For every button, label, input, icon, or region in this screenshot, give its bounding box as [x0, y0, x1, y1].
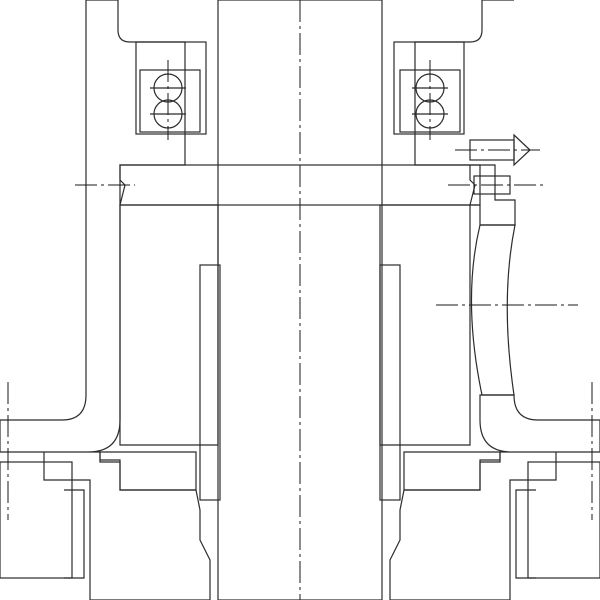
side-insert-left: [0, 461, 85, 579]
housing-body-right: [389, 0, 600, 600]
grease-nipple-icon: [455, 133, 540, 167]
seal-ring-right: [403, 451, 501, 491]
housing-cavity: [119, 204, 219, 446]
bearing-right: [393, 41, 465, 135]
seal-ring-left: [99, 451, 197, 491]
seal-sleeve-left: [199, 264, 221, 501]
housing-body: [0, 0, 211, 600]
shaft: [217, 0, 383, 600]
seal-sleeve-right: [379, 264, 401, 501]
arch-rib: [470, 224, 516, 396]
bearing-left: [135, 41, 207, 135]
side-insert-right: [515, 461, 600, 579]
lock-screw-icon: [448, 175, 545, 195]
housing-cavity-right: [379, 204, 471, 446]
